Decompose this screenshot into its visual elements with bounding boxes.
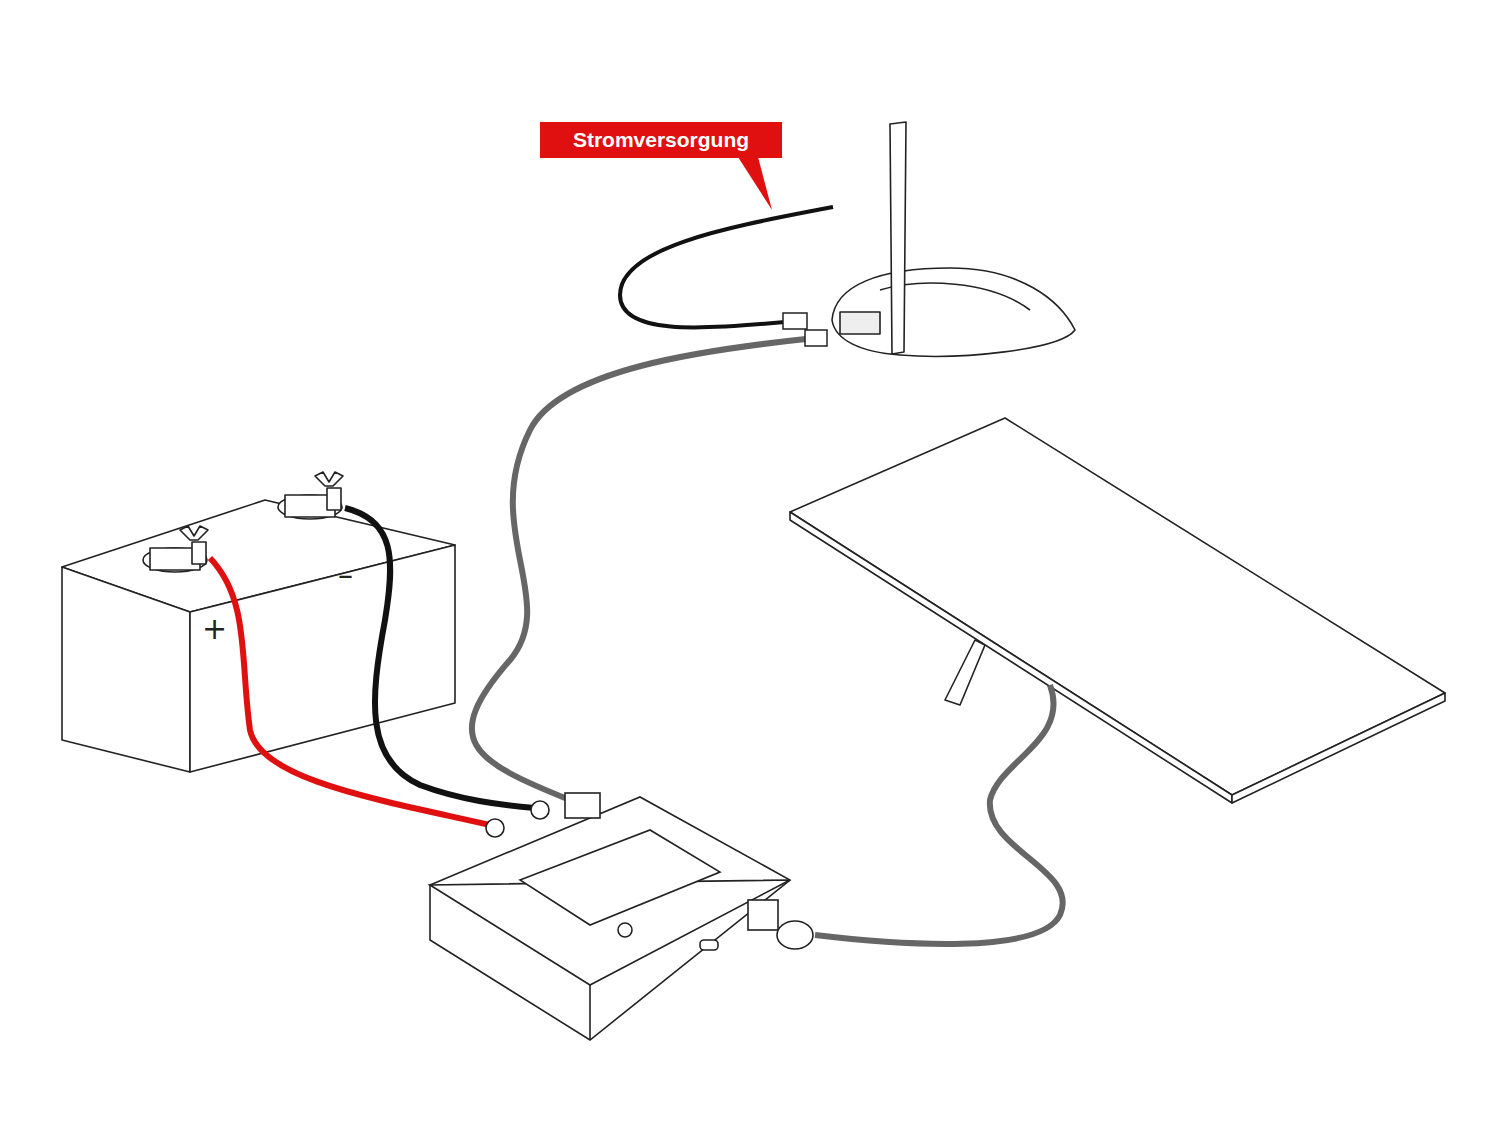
converter-box [430,797,790,1040]
button [618,923,632,937]
router-antenna [890,122,906,354]
power-cable [620,207,833,328]
battery-terminal [278,472,343,519]
converter-edge [589,985,591,1040]
dish-edge [790,512,1232,803]
ethernet-plug [805,330,827,346]
power-plug [783,313,807,329]
polarity-mark: – [338,560,353,590]
battery-terminal [143,526,208,572]
converter-label [520,830,720,925]
battery-side [190,545,455,772]
router-body [832,268,1075,356]
ring-lug [486,819,504,837]
dish-connector [777,921,813,949]
ring-lug [531,801,549,819]
battery-front [62,567,190,772]
usb-port [700,940,718,950]
dish-edge [1232,693,1445,803]
dish-stand [945,640,985,705]
positive-cable [210,558,490,825]
negative-cable [345,508,535,808]
callout-text: Stromversorgung [573,128,749,152]
dish-panel [790,418,1445,795]
router-ports [840,312,880,334]
converter-input [565,793,600,818]
callout-tail [738,157,772,210]
ethernet-port [748,900,778,930]
ethernet-cable [472,338,815,800]
polarity-mark: + [202,614,227,644]
callout-box: Stromversorgung [540,122,782,158]
dish-cable [815,685,1063,944]
